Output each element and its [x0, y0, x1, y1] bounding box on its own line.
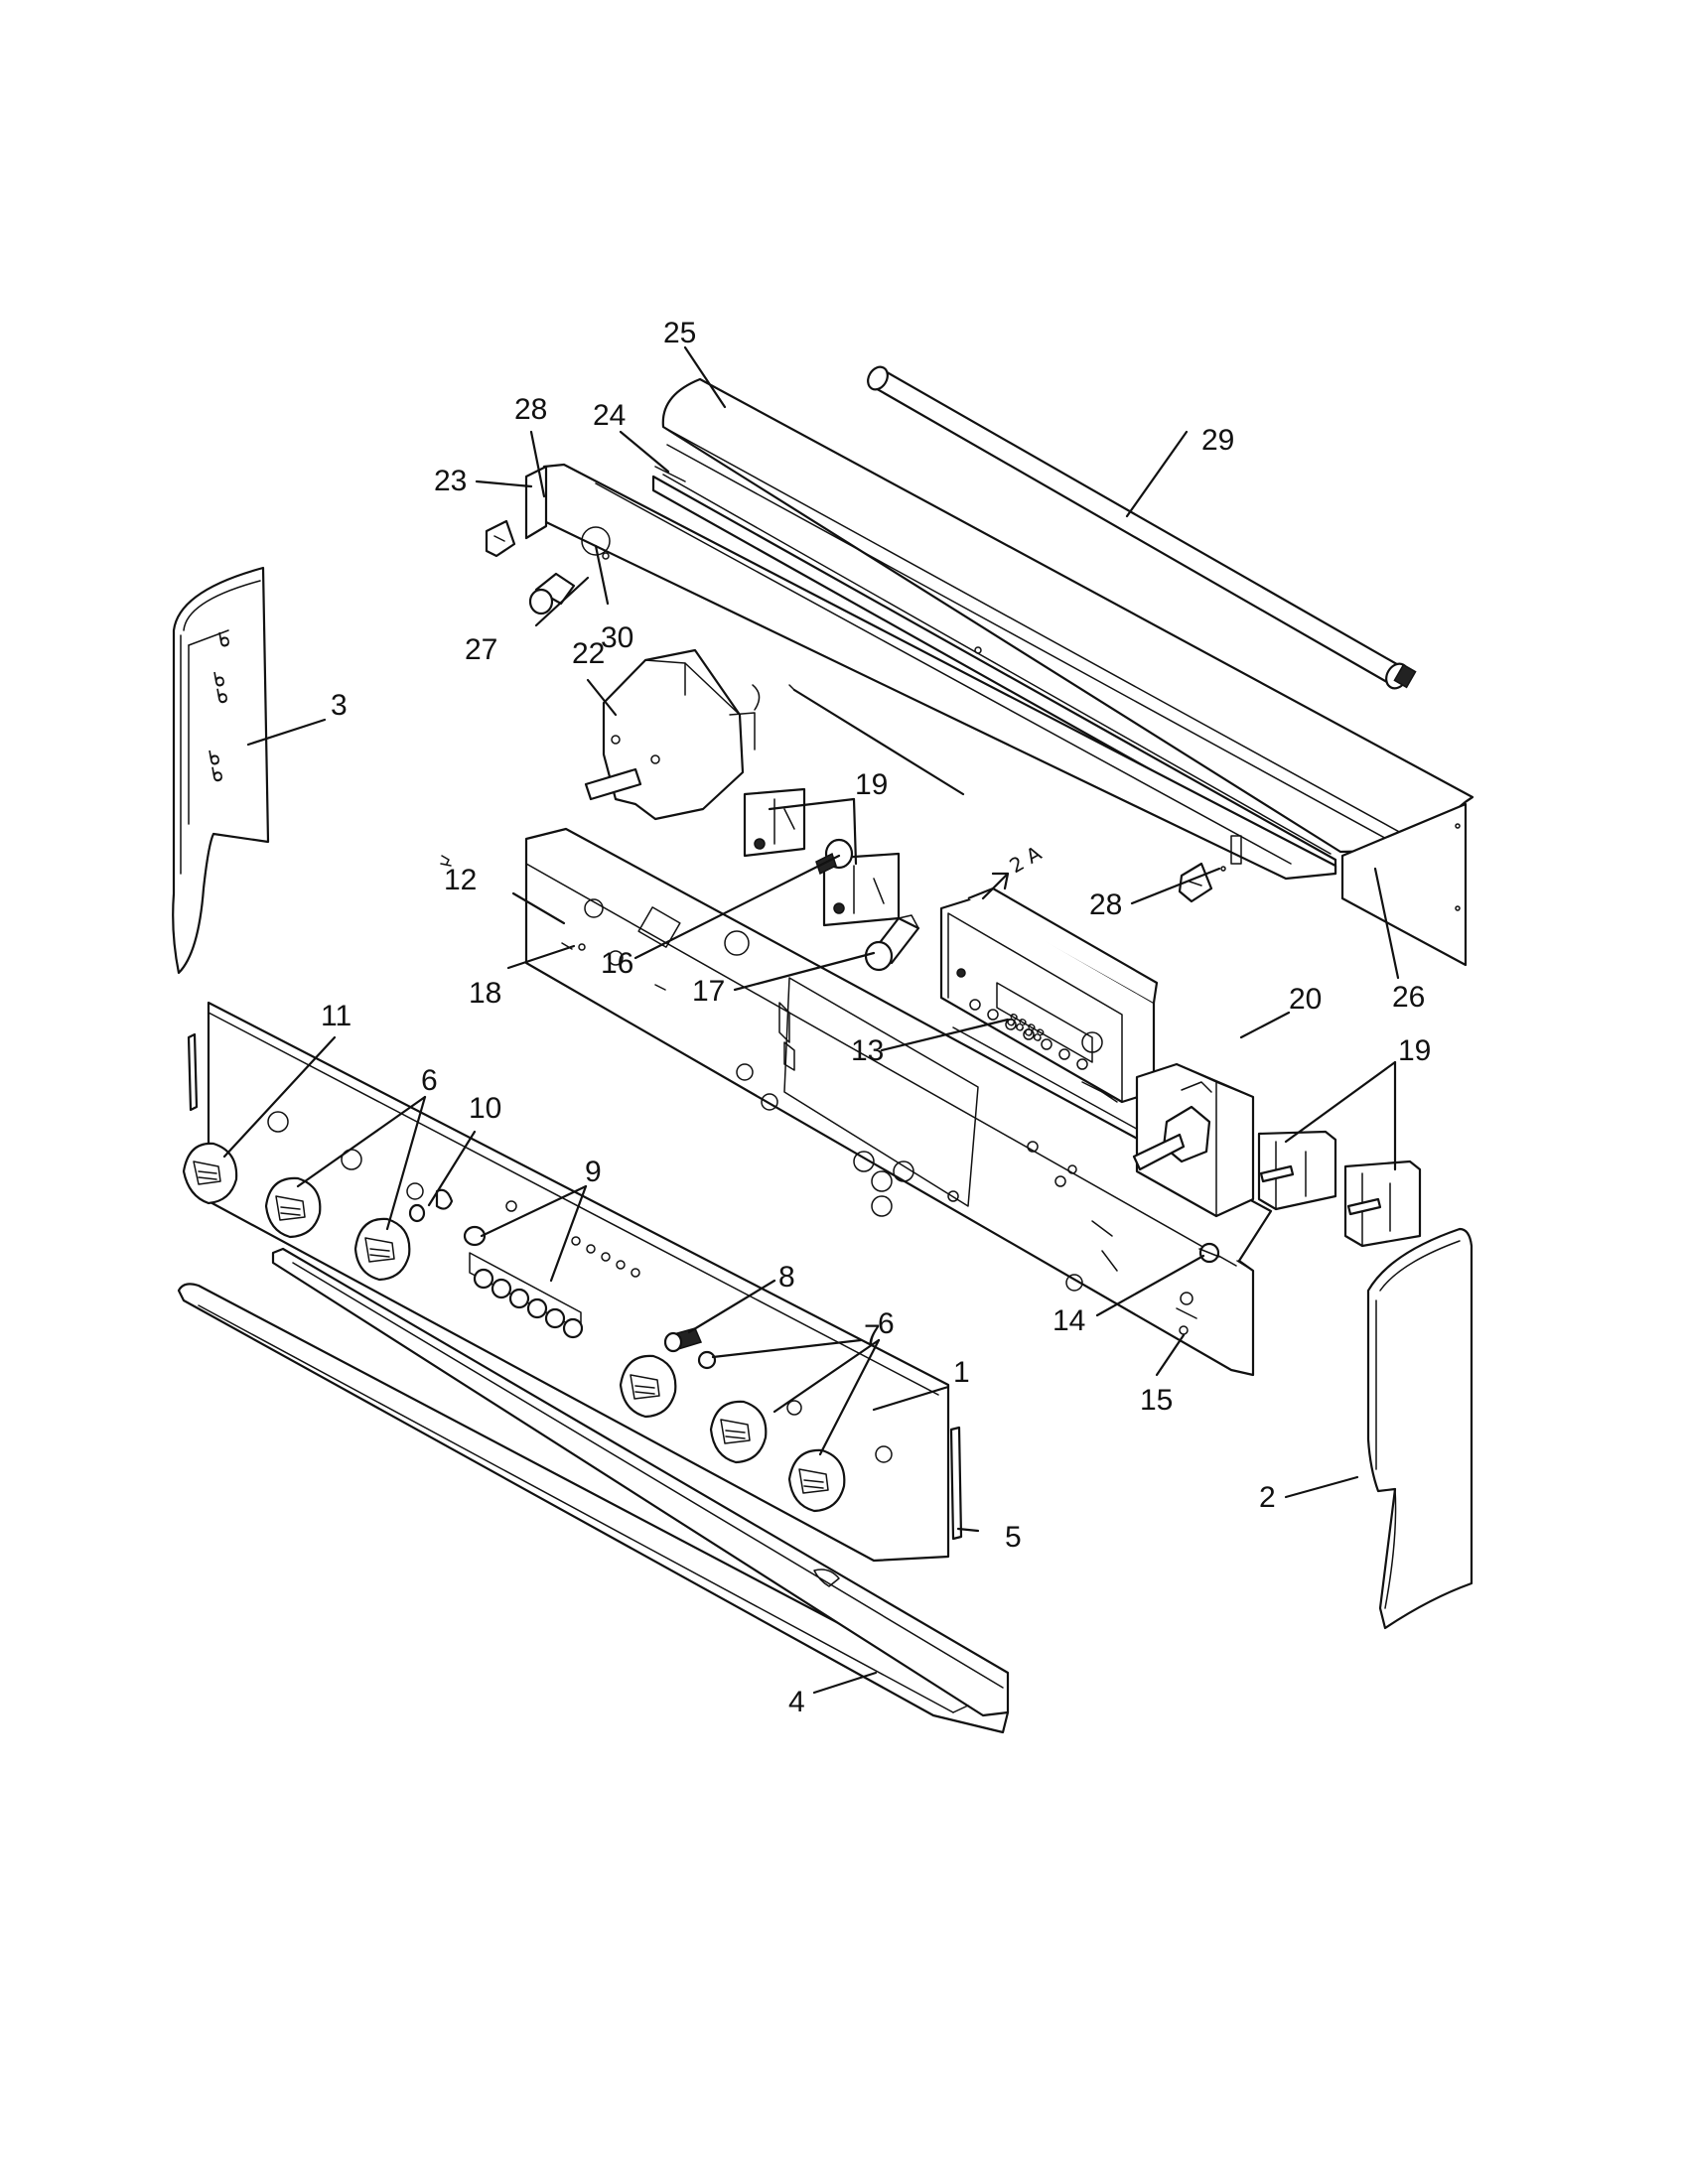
callout-labels: 1 2 3 4 5 6 6 7 8 9 10 11 12 13 14 15 16… [321, 317, 1431, 1718]
part-5-trim-strip [949, 1426, 963, 1541]
callout-10: 10 [469, 1092, 501, 1125]
wire-harness [752, 684, 965, 796]
callout-16: 16 [601, 947, 633, 980]
part-20-selector-switch [1132, 1062, 1255, 1218]
part-11-knob [182, 1142, 238, 1205]
callout-26: 26 [1392, 981, 1425, 1014]
part-3-left-end-cap: ᓄ ᓄᓄ ᓄᓄ [172, 566, 270, 975]
callout-28-right: 28 [1089, 888, 1122, 921]
part-19-switch-upper-left [743, 787, 806, 858]
part-8-switch-shaft [663, 1327, 703, 1353]
callout-5: 5 [1005, 1521, 1022, 1554]
svg-text:ᓄ: ᓄ [213, 628, 240, 649]
callout-14: 14 [1052, 1304, 1085, 1337]
part-6-knob-3 [619, 1354, 677, 1419]
part-15-control-panel-back [524, 827, 1273, 1377]
part-28-clip-right [1178, 862, 1213, 903]
callout-6-right: 6 [878, 1307, 895, 1340]
part-26-back-panel [1340, 802, 1468, 967]
panel-edge-trim [187, 1032, 199, 1112]
callout-8: 8 [778, 1261, 795, 1294]
callout-20: 20 [1289, 983, 1322, 1016]
part-6-knob-2 [353, 1217, 411, 1282]
callout-24: 24 [593, 399, 626, 432]
part-25-light-shield [661, 377, 1474, 865]
callout-4: 4 [788, 1686, 805, 1718]
part-29-fluorescent-tube [867, 365, 1417, 690]
callout-29: 29 [1201, 424, 1234, 457]
svg-text:ᓄᓄ: ᓄᓄ [204, 747, 233, 784]
callout-25: 25 [663, 317, 696, 349]
part-19-switch-lower-left [1257, 1130, 1337, 1211]
part-2-right-end-cap [1366, 1227, 1474, 1630]
part-6-knob-1 [264, 1176, 322, 1239]
callout-2: 2 [1259, 1481, 1276, 1514]
callout-30: 30 [601, 621, 633, 654]
part-14-small-part [1198, 1242, 1220, 1264]
callout-17: 17 [692, 975, 725, 1008]
part-10-small-knob [408, 1203, 426, 1223]
callout-15: 15 [1140, 1384, 1173, 1417]
part-13-overlay-area [783, 977, 979, 1207]
callout-12: 12 [444, 864, 477, 896]
svg-text:ᓄᓄ: ᓄᓄ [209, 668, 238, 706]
part-16-indicator-lamp [815, 838, 854, 876]
callout-11: 11 [321, 1000, 351, 1032]
part-7-bezel-ring [697, 1350, 717, 1370]
part-6-knob-5 [787, 1448, 846, 1513]
callout-13: 13 [851, 1034, 884, 1067]
part-22-timer-motor [584, 648, 756, 821]
callout-1: 1 [953, 1356, 970, 1389]
part-17-signal-light [864, 914, 920, 972]
part-9-pushbuttons [463, 1225, 584, 1339]
part-6-knob-4 [709, 1400, 768, 1464]
callout-19-upper: 19 [855, 768, 888, 801]
callout-28-top: 28 [514, 393, 547, 426]
part-19-switch-lower-right [1343, 1160, 1422, 1248]
part-28-clip-top [485, 519, 516, 558]
callout-7: 7 [864, 1319, 881, 1352]
part-13-clock-control: 8888 [939, 887, 1159, 1133]
callout-23: 23 [434, 465, 467, 497]
direction-arrow-text: 2 A [1006, 841, 1047, 878]
direction-arrow: 2 A [981, 841, 1047, 900]
callout-18: 18 [469, 977, 501, 1010]
callout-6-left: 6 [421, 1064, 438, 1097]
callout-3: 3 [331, 689, 348, 722]
callout-19-lower: 19 [1398, 1034, 1431, 1067]
part-27-lamp-socket [528, 572, 576, 615]
callout-9: 9 [585, 1156, 602, 1188]
part-12-screw [440, 855, 452, 867]
part-4-lower-trim [177, 1247, 1010, 1734]
leader-lines [222, 345, 1400, 1695]
callout-27: 27 [465, 633, 497, 666]
callout-22: 22 [572, 637, 605, 670]
